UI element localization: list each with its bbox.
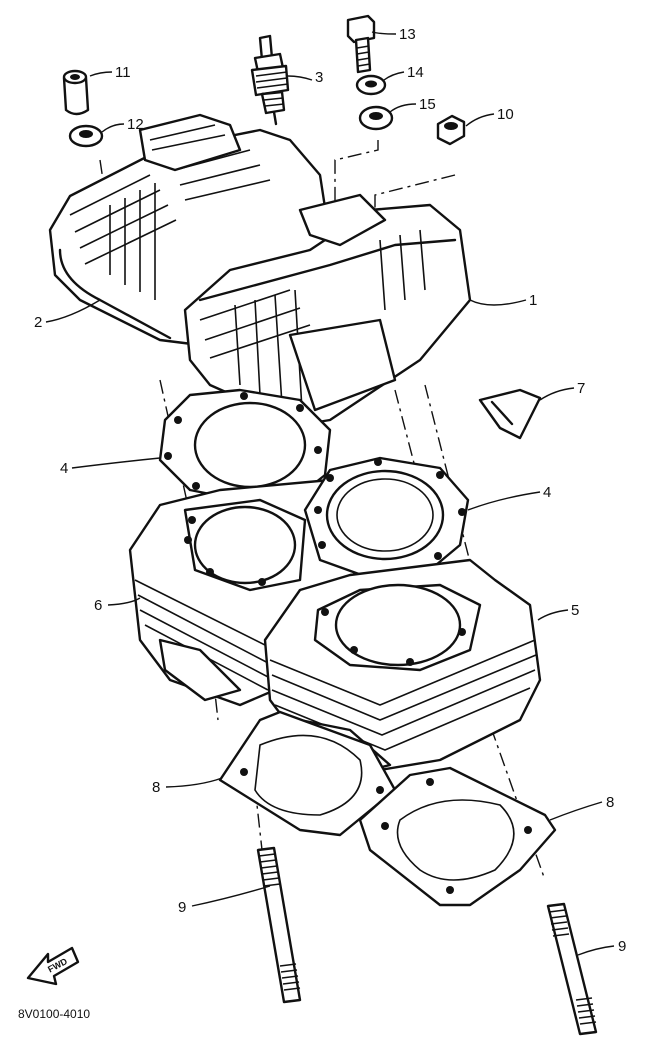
callout-11: 11 — [115, 64, 131, 81]
callout-12: 12 — [127, 116, 144, 133]
collar-part-11 — [62, 69, 90, 116]
callout-6: 6 — [94, 597, 102, 614]
callout-4-left: 4 — [60, 460, 68, 477]
stud-bolt-part-9-right — [546, 902, 598, 1036]
callout-5: 5 — [571, 602, 579, 619]
callout-numbers: 1 2 3 4 4 5 6 7 8 8 9 9 10 11 12 13 14 1… — [34, 26, 626, 955]
callout-leaders — [45, 31, 615, 956]
callout-7: 7 — [577, 380, 585, 397]
callout-15: 15 — [419, 96, 436, 113]
drawing-code: 8V0100-4010 — [18, 1007, 90, 1021]
nut-part-10 — [436, 114, 466, 146]
callout-9-right: 9 — [618, 938, 626, 955]
callout-14: 14 — [407, 64, 424, 81]
callout-3: 3 — [315, 69, 323, 86]
stud-bolt-part-9-left — [256, 846, 302, 1004]
spark-plug-part-3 — [250, 34, 290, 126]
callout-8-right: 8 — [606, 794, 614, 811]
base-gasket-part-8-left — [218, 710, 397, 837]
bracket-part-7 — [478, 388, 542, 440]
cylinder-head-part-2 — [48, 113, 332, 347]
washer-part-14 — [355, 74, 387, 96]
callout-1: 1 — [529, 292, 537, 309]
cylinder-head-part-1 — [183, 193, 472, 427]
forward-direction-arrow-icon: FWD — [26, 946, 80, 986]
head-gasket-part-4-right — [303, 456, 470, 580]
callout-8-left: 8 — [152, 779, 160, 796]
base-gasket-part-8-right — [358, 766, 557, 907]
callout-9-left: 9 — [178, 899, 186, 916]
callout-10: 10 — [497, 106, 514, 123]
washer-part-12 — [68, 124, 104, 148]
washer-part-15 — [358, 105, 394, 131]
bolt-part-13 — [346, 14, 376, 74]
callout-2: 2 — [34, 314, 42, 331]
callout-4-right: 4 — [543, 484, 551, 501]
callout-13: 13 — [399, 26, 416, 43]
cylinder-part-5 — [263, 558, 542, 777]
